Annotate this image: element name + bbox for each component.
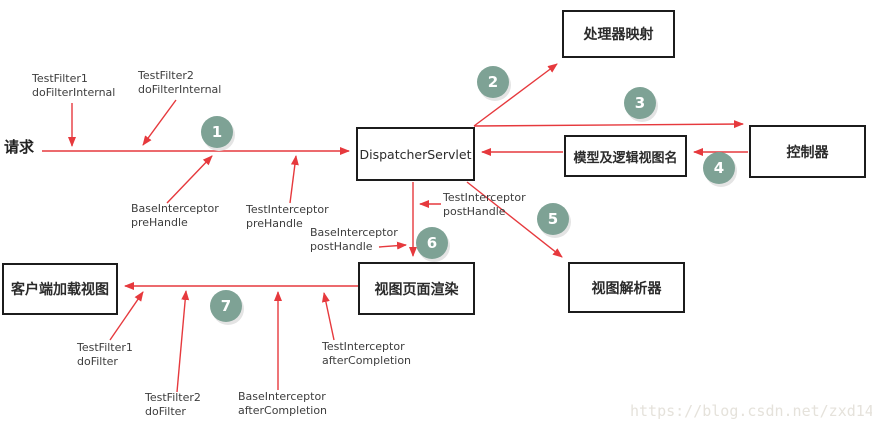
label-testinterceptor-posthandle: TestInterceptor postHandle	[443, 191, 526, 219]
arrow-baseinterceptor-posthandle	[378, 241, 407, 250]
node-view-render: 视图页面渲染	[358, 262, 475, 315]
label-testinterceptor-aftercompletion: TestInterceptor afterCompletion	[322, 340, 412, 368]
step-circle-7: 7	[210, 290, 242, 322]
node-view-resolver: 视图解析器	[568, 262, 685, 313]
step-circle-2: 2	[477, 66, 509, 98]
arrow-testfilter2-dofilterinternal	[142, 99, 177, 146]
label-testfilter2-dofilterinternal: TestFilter2 doFilterInternal	[138, 69, 222, 97]
step-circle-6: 6	[416, 227, 448, 259]
label-testfilter1-dofilterinternal: TestFilter1 doFilterInternal	[32, 72, 116, 100]
arrow-dispatcher-to-handlermapping	[473, 63, 558, 127]
arrow-baseinterceptor-prehandle	[166, 155, 213, 204]
arrow-dispatcher-to-viewresolver	[466, 181, 563, 258]
node-handler-mapping: 处理器映射	[562, 10, 675, 58]
arrow-dispatcher-to-controller	[473, 120, 744, 129]
node-client-view: 客户端加载视图	[2, 263, 118, 315]
request-label: 请求	[4, 138, 35, 156]
label-baseinterceptor-prehandle: BaseInterceptor preHandle	[131, 202, 219, 230]
label-testinterceptor-prehandle: TestInterceptor preHandle	[246, 203, 329, 231]
step-circle-1: 1	[201, 116, 233, 148]
arrow-testfilter2-dofilter	[176, 290, 190, 393]
label-baseinterceptor-aftercompletion: BaseInterceptor afterCompletion	[238, 390, 328, 418]
arrow-testinterceptor-prehandle	[289, 155, 299, 204]
arrow-testinterceptor-aftercompletion	[321, 292, 335, 341]
step-circle-4: 4	[703, 152, 735, 184]
node-model-and-view: 模型及逻辑视图名	[564, 135, 687, 177]
label-testfilter2-dofilter: TestFilter2 doFilter	[145, 391, 201, 419]
step-circle-5: 5	[537, 203, 569, 235]
label-baseinterceptor-posthandle: BaseInterceptor postHandle	[310, 226, 398, 254]
node-controller: 控制器	[749, 125, 866, 178]
node-dispatcher-servlet: DispatcherServlet	[356, 127, 475, 181]
label-testfilter1-dofilter: TestFilter1 doFilter	[77, 341, 133, 369]
step-circle-3: 3	[624, 87, 656, 119]
arrow-testfilter1-dofilter	[109, 291, 144, 341]
watermark-text: https://blog.csdn.net/zxd14	[630, 402, 872, 420]
